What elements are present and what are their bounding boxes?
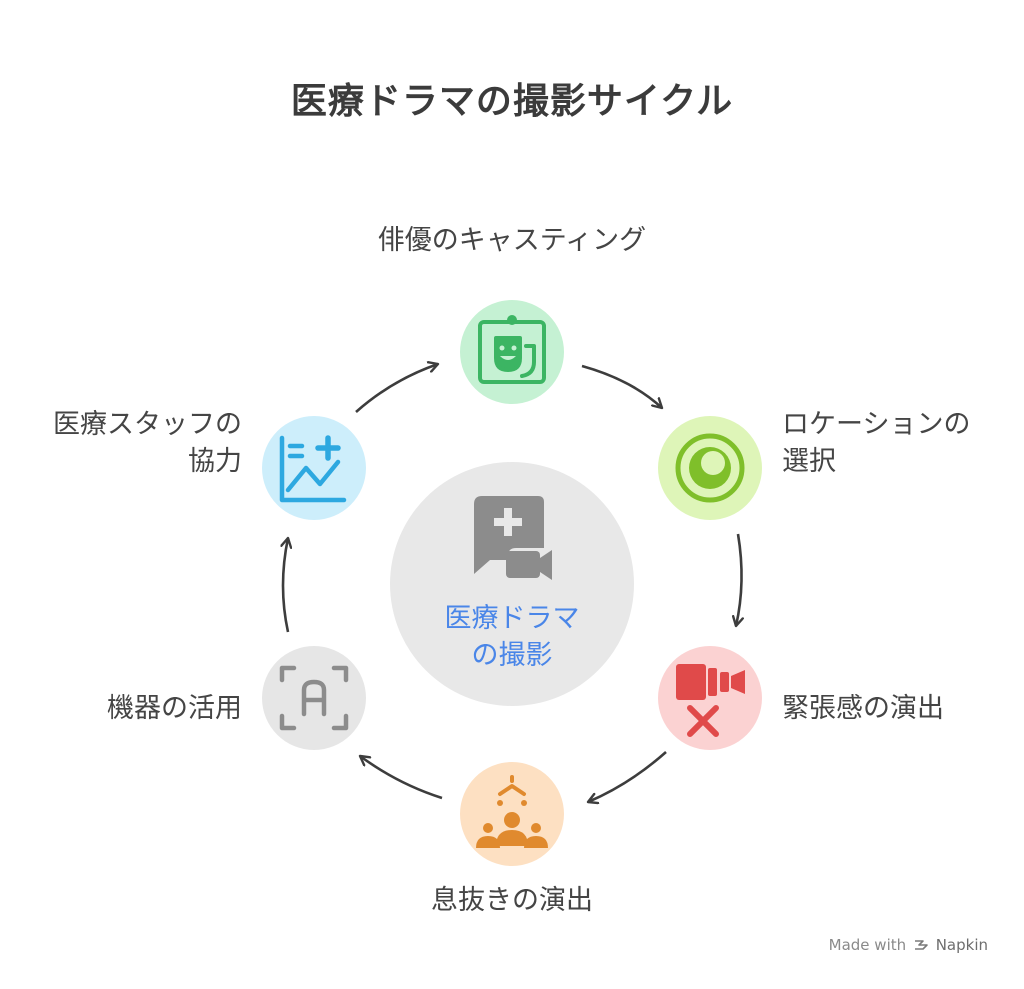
text-scan-icon xyxy=(279,665,349,731)
label-equipment-line-1: 機器の活用 xyxy=(107,693,242,724)
arrow-equipment-to-staff xyxy=(283,538,288,633)
label-location: ロケーションの 選択 xyxy=(782,406,970,480)
label-tension: 緊張感の演出 xyxy=(782,690,944,727)
arrow-tension-to-relief xyxy=(588,751,667,802)
node-tension xyxy=(658,646,762,750)
eye-target-icon xyxy=(675,433,745,503)
label-tension-line-1: 緊張感の演出 xyxy=(782,693,944,724)
arrow-casting-to-location xyxy=(581,364,662,408)
arrow-relief-to-equipment xyxy=(360,756,443,800)
label-location-line-1: ロケーションの xyxy=(782,409,971,440)
arrow-location-to-tension xyxy=(736,533,742,626)
diagram-title: 医療ドラマの撮影サイクル xyxy=(290,81,734,122)
watermark-brand: Napkin xyxy=(935,936,988,954)
node-staff xyxy=(262,416,366,520)
theater-masks-icon xyxy=(478,320,546,384)
camera-off-icon xyxy=(676,664,745,737)
label-casting: 俳優のキャスティング xyxy=(262,222,762,259)
watermark-prefix: Made with xyxy=(828,936,907,954)
label-relief-line-1: 息抜きの演出 xyxy=(431,885,593,916)
label-staff-line-1: 医療スタッフの xyxy=(53,409,242,440)
watermark[interactable]: Made with Napkin xyxy=(829,936,988,954)
label-staff-line-2: 協力 xyxy=(188,446,242,477)
label-location-line-2: 選択 xyxy=(782,446,836,477)
chart-plus-icon xyxy=(279,435,347,503)
napkin-logo-icon xyxy=(914,940,928,950)
hub-label-line-2: の撮影 xyxy=(471,640,553,671)
arrow-staff-to-casting xyxy=(355,364,438,413)
hub-label: 医療ドラマ の撮影 xyxy=(390,600,634,674)
label-casting-line-1: 俳優のキャスティング xyxy=(377,225,647,256)
label-relief: 息抜きの演出 xyxy=(262,882,762,919)
hub-label-line-1: 医療ドラマ xyxy=(444,603,580,634)
people-gathering-icon xyxy=(476,775,548,848)
label-staff: 医療スタッフの 協力 xyxy=(20,406,242,480)
label-equipment: 機器の活用 xyxy=(40,690,242,727)
